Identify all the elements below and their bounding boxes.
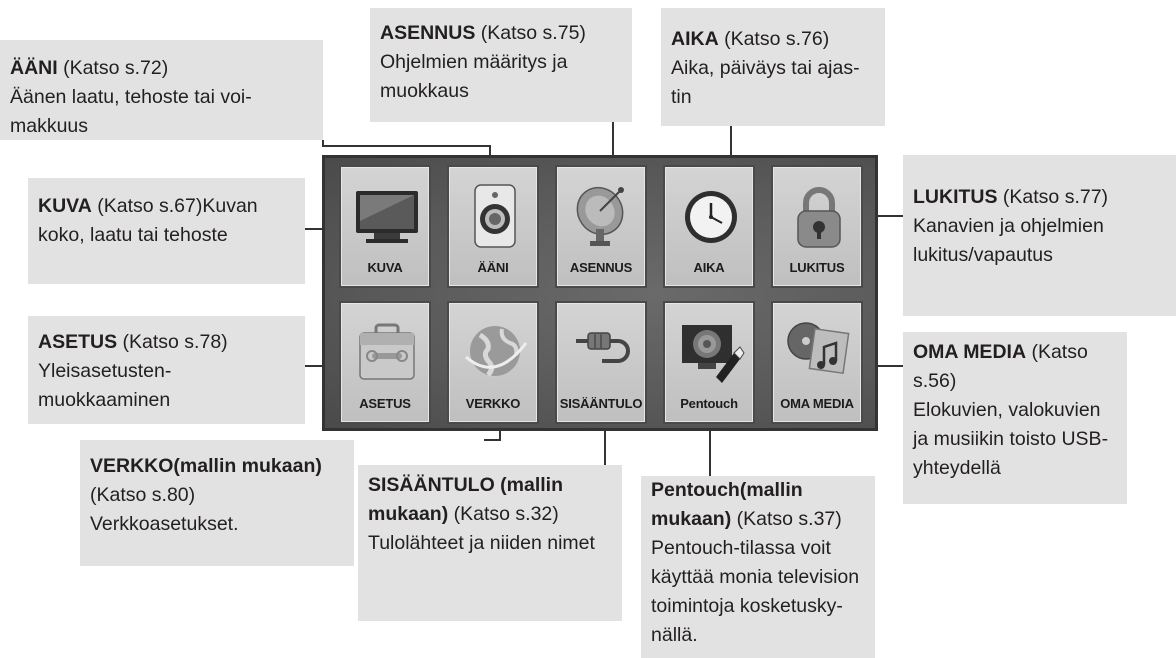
callout-desc: Pentouch-tilassa voit käyttää monia tele… bbox=[651, 537, 860, 646]
tile-label: Pentouch bbox=[680, 396, 738, 411]
cable-plug-icon bbox=[576, 332, 630, 363]
callout-title: LUKITUS bbox=[913, 186, 998, 208]
pen-screen-icon bbox=[682, 325, 745, 383]
satellite-dish-icon bbox=[576, 186, 624, 246]
callout-ref: (Katso s.56) bbox=[913, 341, 1088, 392]
tile-asennus[interactable]: ASENNUS bbox=[555, 165, 647, 288]
tile-sisaantulo[interactable]: SISÄÄNTULO bbox=[555, 301, 647, 424]
callout-title: ASETUS bbox=[38, 331, 118, 353]
tile-label: KUVA bbox=[367, 260, 403, 275]
callout-ref: (Katso s.76) bbox=[718, 28, 830, 50]
padlock-icon bbox=[797, 187, 841, 248]
globe-icon bbox=[465, 326, 528, 377]
speaker-icon bbox=[474, 184, 516, 248]
callout-asennus: ASENNUS (Katso s.75) Ohjelmien määritys … bbox=[370, 8, 632, 122]
callout-ref: (Katso s.77) bbox=[997, 186, 1109, 208]
callout-desc: Aika, päiväys tai ajas-tin bbox=[671, 57, 860, 108]
callout-title: SISÄÄNTULO (mallin mukaan) bbox=[368, 474, 564, 525]
callout-desc: Verkkoasetukset. bbox=[90, 513, 239, 535]
tile-pentouch[interactable]: Pentouch bbox=[663, 301, 755, 424]
tile-label: LUKITUS bbox=[789, 260, 845, 275]
callout-ref: (Katso s.72) bbox=[57, 57, 169, 79]
tile-kuva[interactable]: KUVA bbox=[339, 165, 431, 288]
callout-desc: Ohjelmien määritys ja muokkaus bbox=[380, 51, 568, 102]
media-collage-icon bbox=[787, 322, 850, 375]
tile-lukitus[interactable]: LUKITUS bbox=[771, 165, 863, 288]
tile-verkko[interactable]: VERKKO bbox=[447, 301, 539, 424]
callout-title: OMA MEDIA bbox=[913, 341, 1027, 363]
callout-title: VERKKO(mallin mukaan) bbox=[90, 455, 322, 477]
callout-lukitus: LUKITUS (Katso s.77) Kanavien ja ohjelmi… bbox=[903, 155, 1176, 316]
callout-title: Pentouch(mallin mukaan) bbox=[651, 479, 803, 530]
callout-desc: Kanavien ja ohjelmien lukitus/vapautus bbox=[913, 215, 1104, 266]
tile-label: OMA MEDIA bbox=[780, 396, 854, 411]
callout-ref: (Katso s.32) bbox=[448, 503, 559, 525]
callout-ref: (Katso s.80) bbox=[90, 484, 196, 506]
tv-icon bbox=[356, 191, 418, 243]
tile-label: SISÄÄNTULO bbox=[559, 396, 643, 411]
tile-oma-media[interactable]: OMA MEDIA bbox=[771, 301, 863, 424]
callout-ref: (Katso s.75) bbox=[475, 22, 586, 44]
callout-aika: AIKA (Katso s.76) Aika, päiväys tai ajas… bbox=[661, 8, 885, 126]
callout-title: ÄÄNI bbox=[10, 57, 58, 79]
callout-desc: Äänen laatu, tehoste tai voi-makkuus bbox=[10, 86, 252, 137]
callout-title: KUVA bbox=[38, 195, 92, 217]
tile-label: AIKA bbox=[693, 260, 725, 275]
callout-asetus: ASETUS (Katso s.78) Yleisasetusten-muokk… bbox=[28, 316, 305, 424]
callout-ref: (Katso s.78) bbox=[117, 331, 228, 353]
callout-ref: (Katso s.37) bbox=[731, 508, 842, 530]
tile-asetus[interactable]: ASETUS bbox=[339, 301, 431, 424]
callout-aani: ÄÄNI (Katso s.72) Äänen laatu, tehoste t… bbox=[0, 40, 323, 140]
callout-oma-media: OMA MEDIA (Katso s.56) Elokuvien, valoku… bbox=[903, 332, 1127, 504]
callout-desc: Yleisasetusten-muokkaaminen bbox=[38, 360, 172, 411]
clock-icon bbox=[685, 191, 737, 243]
tile-aika[interactable]: AIKA bbox=[663, 165, 755, 288]
callout-kuva: KUVA (Katso s.67)Kuvan koko, laatu tai t… bbox=[28, 178, 305, 284]
toolbox-icon bbox=[359, 323, 415, 380]
tile-label: ASENNUS bbox=[569, 260, 633, 275]
callout-title: ASENNUS bbox=[380, 22, 476, 44]
callout-ref: (Katso s.67) bbox=[91, 195, 203, 217]
callout-pentouch: Pentouch(mallin mukaan) (Katso s.37) Pen… bbox=[641, 476, 875, 658]
callout-sisaantulo: SISÄÄNTULO (mallin mukaan) (Katso s.32) … bbox=[358, 465, 622, 621]
tile-label: ASETUS bbox=[359, 396, 411, 411]
menu-panel: KUVA ÄÄNI ASENNUS AIKA bbox=[322, 155, 878, 431]
callout-title: AIKA bbox=[671, 28, 719, 50]
callout-verkko: VERKKO(mallin mukaan) (Katso s.80) Verkk… bbox=[80, 440, 354, 566]
tile-label: VERKKO bbox=[465, 396, 521, 411]
callout-desc: Tulolähteet ja niiden nimet bbox=[368, 532, 595, 554]
callout-desc: Kuvan koko, laatu tai tehoste bbox=[38, 195, 258, 246]
tile-aani[interactable]: ÄÄNI bbox=[447, 165, 539, 288]
callout-desc: Elokuvien, valokuvien ja musiikin toisto… bbox=[913, 399, 1109, 479]
tile-label: ÄÄNI bbox=[477, 260, 509, 275]
